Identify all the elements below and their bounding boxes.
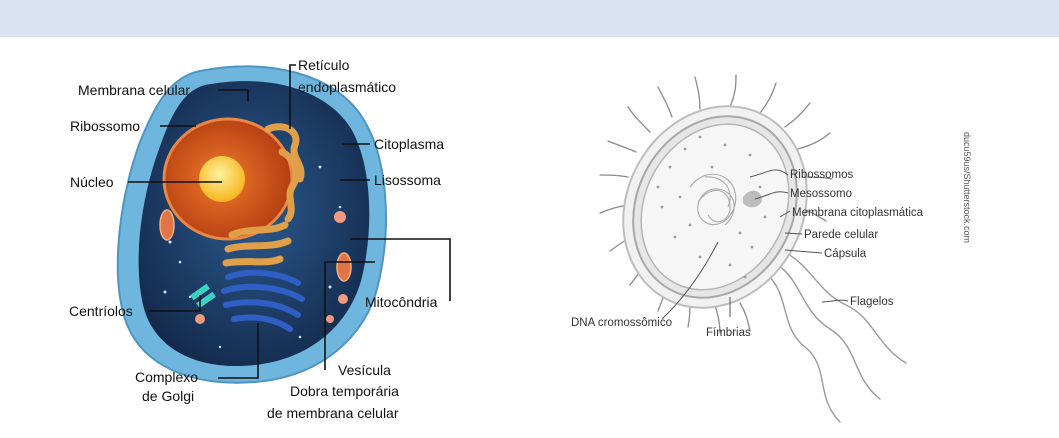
nucleolus — [199, 156, 245, 202]
cytoplasmic-membrane — [613, 98, 817, 316]
animal-cell-diagram: Membrana celular Retículo endoplasmático… — [0, 37, 520, 438]
label-cytoplasmic-membrane: Membrana citoplasmática — [792, 207, 924, 219]
label-dna: DNA cromossômico — [571, 317, 672, 329]
label-capsule: Cápsula — [824, 248, 867, 260]
label-lysosome: Lisossoma — [374, 172, 441, 188]
image-credit: ducu59us/Shutterstock.com — [962, 132, 972, 243]
bacterial-cell-svg: Ribossomos Mesossomo Membrana citoplasmá… — [540, 37, 1059, 438]
label-centrioles: Centríolos — [69, 303, 133, 319]
label-er-line1: Retículo — [298, 57, 350, 73]
label-vesicle: Vesícula — [338, 362, 391, 378]
label-nucleus: Núcleo — [70, 174, 114, 190]
header-band — [0, 0, 1059, 37]
label-fimbriae: Fímbrias — [706, 327, 751, 339]
label-ribosome: Ribossomo — [70, 118, 140, 134]
bacterial-cell-diagram: Ribossomos Mesossomo Membrana citoplasmá… — [540, 37, 1059, 438]
label-golgi-line1: Complexo — [135, 369, 198, 385]
label-er-line2: endoplasmático — [298, 79, 396, 95]
label-mesosome: Mesossomo — [790, 188, 852, 200]
label-fold-line2: de membrana celular — [267, 405, 399, 421]
animal-cell-svg: Membrana celular Retículo endoplasmático… — [0, 37, 520, 438]
flagella — [768, 253, 906, 422]
label-cytoplasm: Citoplasma — [374, 136, 444, 152]
label-mitochondria: Mitocôndria — [365, 294, 438, 310]
label-cell-wall: Parede celular — [804, 229, 878, 241]
label-flagella: Flagelos — [850, 296, 894, 308]
label-fold-line1: Dobra temporária — [290, 383, 399, 399]
label-cell-membrane: Membrana celular — [78, 82, 190, 98]
label-golgi-line2: de Golgi — [142, 388, 194, 404]
label-ribosomes: Ribossomos — [790, 169, 854, 181]
